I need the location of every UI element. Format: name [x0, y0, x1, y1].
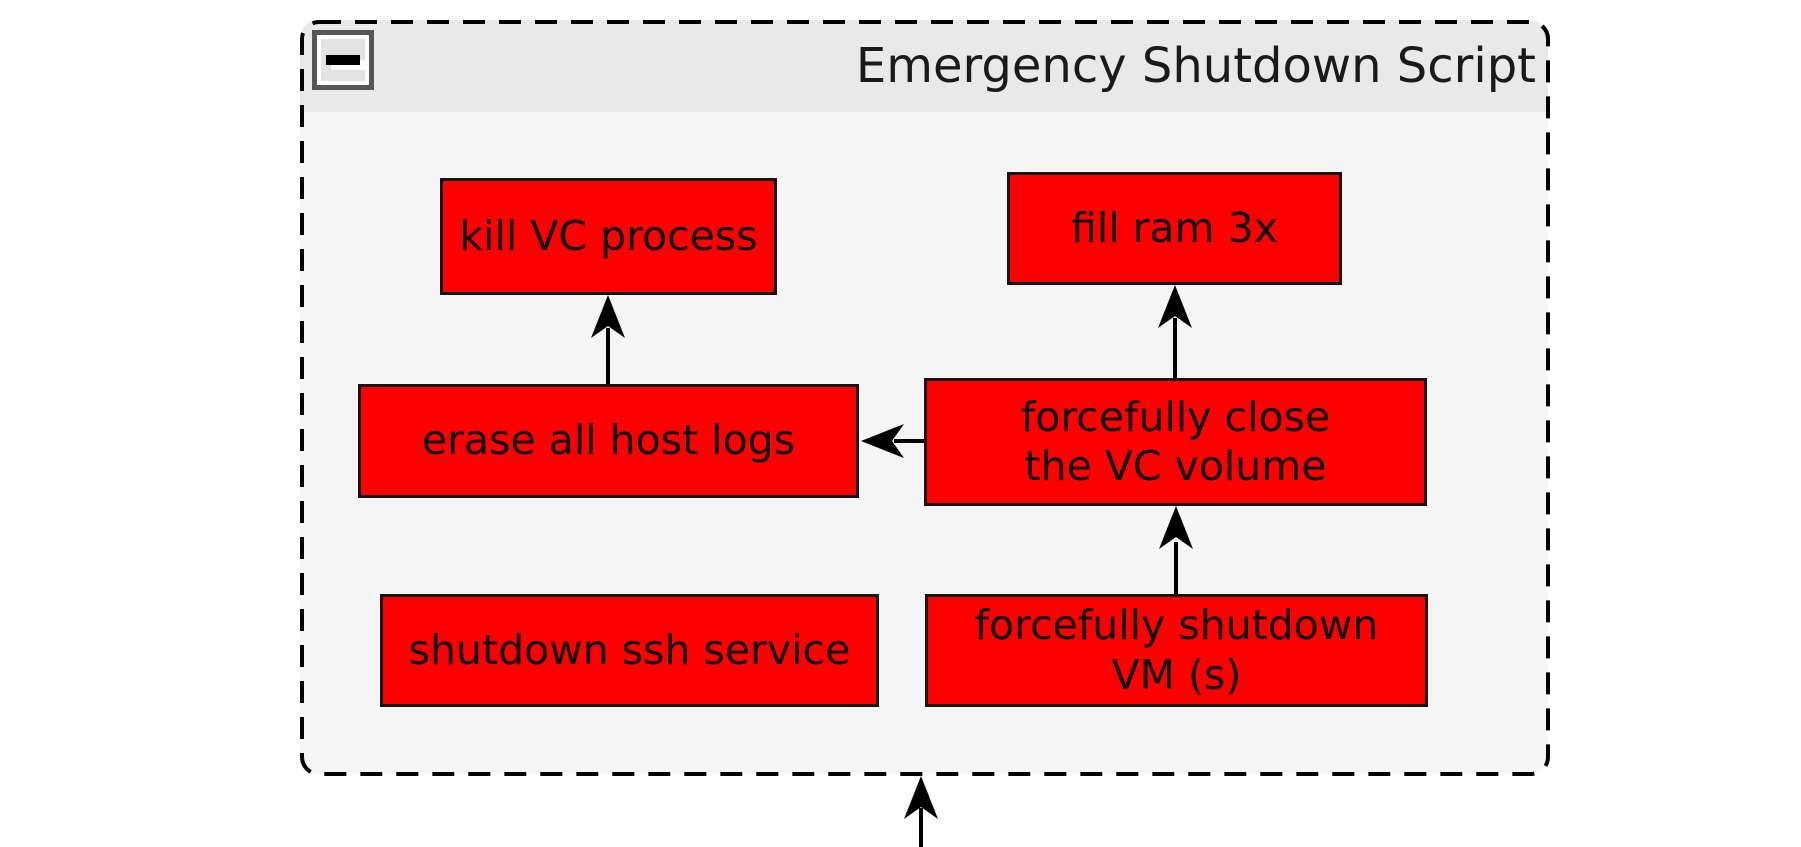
- node-label: forcefully close the VC volume: [1020, 392, 1331, 490]
- subgraph-titlebar: Emergency Shutdown Script: [300, 20, 1548, 112]
- node-kill-vc-process: kill VC process: [440, 178, 777, 295]
- node-label: fill ram 3x: [1071, 203, 1278, 252]
- node-label: erase all host logs: [421, 416, 796, 465]
- node-erase-all-host-logs: erase all host logs: [358, 384, 859, 498]
- node-fill-ram-3x: fill ram 3x: [1007, 172, 1342, 285]
- node-forcefully-close-vc-volume: forcefully close the VC volume: [924, 378, 1427, 506]
- minimize-icon: [321, 39, 365, 81]
- node-label: shutdown ssh service: [408, 625, 851, 674]
- minimize-subgraph-button[interactable]: [312, 30, 374, 90]
- node-label: kill VC process: [459, 211, 758, 260]
- subgraph-title: Emergency Shutdown Script: [855, 38, 1536, 94]
- node-forcefully-shutdown-vm: forcefully shutdown VM (s): [925, 594, 1428, 707]
- edge-external-to-subgraph: [904, 776, 938, 847]
- node-label: forcefully shutdown VM (s): [974, 601, 1379, 699]
- node-shutdown-ssh-service: shutdown ssh service: [380, 594, 879, 707]
